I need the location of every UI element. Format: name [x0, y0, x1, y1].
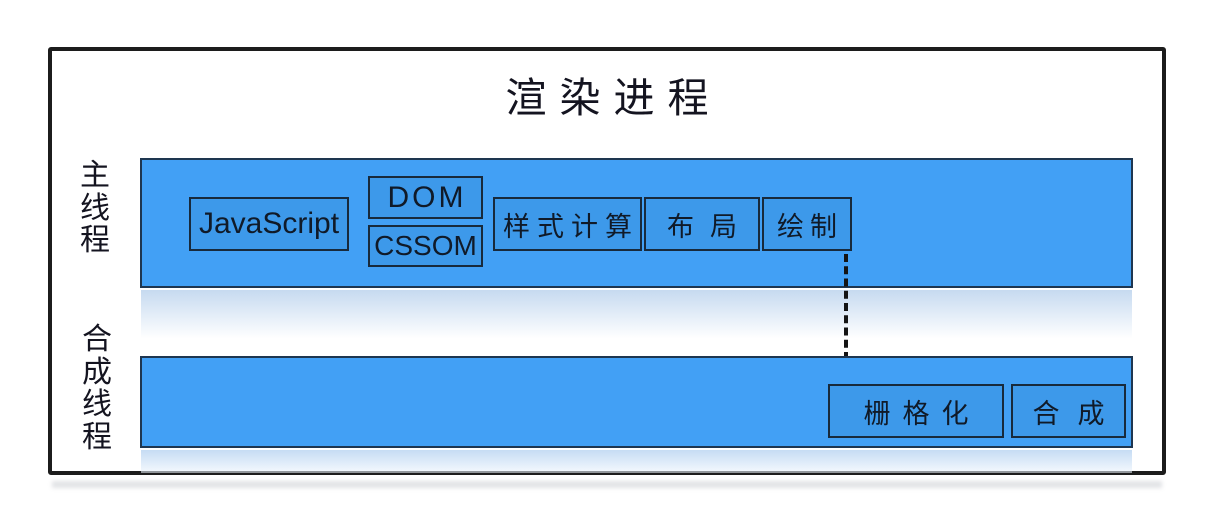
dashed-line [844, 254, 848, 360]
compositor-thread-label: 合成线程 [82, 323, 112, 455]
main-thread-bar: JavaScript DOM CSSOM 样式计算 布局 绘制 [140, 158, 1133, 288]
node-dom: DOM [368, 176, 483, 219]
outer-box-reflection [52, 481, 1162, 488]
node-style-calc: 样式计算 [493, 197, 642, 251]
node-composite: 合成 [1011, 384, 1126, 438]
node-paint: 绘制 [762, 197, 852, 251]
render-process-box [48, 47, 1166, 475]
compositor-thread-bar: 栅格化 合成 [140, 356, 1133, 448]
main-thread-label: 主线程 [80, 159, 110, 258]
node-layout: 布局 [644, 197, 760, 251]
diagram-title: 渲染进程 [505, 75, 722, 121]
node-raster: 栅格化 [828, 384, 1004, 438]
node-cssom: CSSOM [368, 225, 483, 267]
node-javascript: JavaScript [189, 197, 349, 251]
